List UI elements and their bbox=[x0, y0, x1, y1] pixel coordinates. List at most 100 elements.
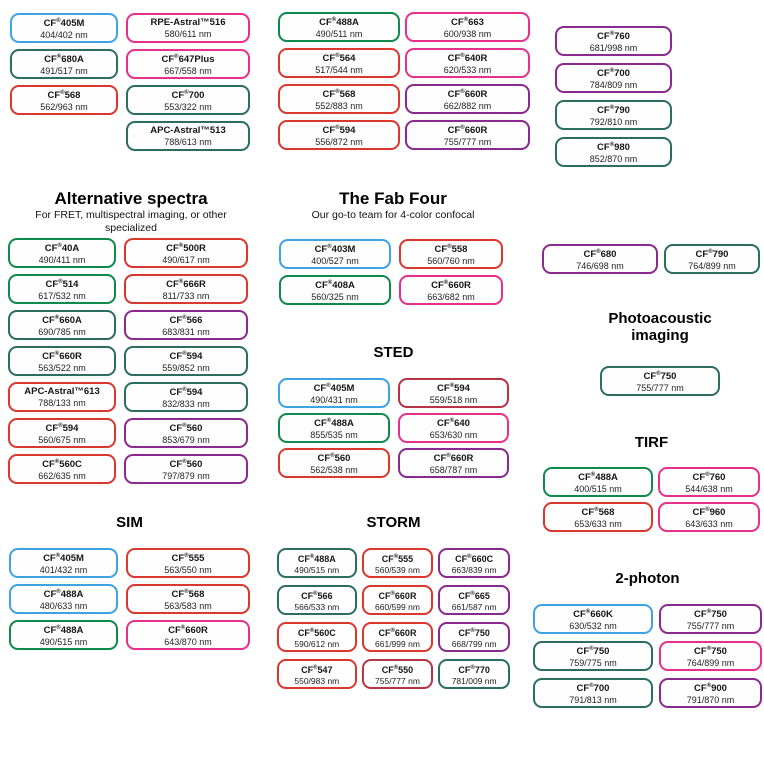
dye-name: CF®568 bbox=[581, 506, 615, 519]
dye-ex-em-value: 562/963 nm bbox=[40, 102, 88, 113]
dye-name: CF®488A bbox=[578, 471, 618, 484]
dye-name: CF®680A bbox=[44, 53, 84, 66]
section-subtitle: Our go-to team for 4-color confocal bbox=[311, 209, 475, 221]
dye-ex-em-value: 480/633 nm bbox=[39, 601, 88, 612]
dye-name: CF®647Plus bbox=[161, 53, 215, 66]
dye-ex-em-value: 755/777 nm bbox=[375, 675, 420, 686]
dye-ex-em-value: 764/899 nm bbox=[686, 658, 735, 669]
dye-name: CF®660R bbox=[168, 624, 208, 637]
dye-ex-em-value: 544/638 nm bbox=[685, 484, 733, 495]
section-title: TIRF bbox=[634, 434, 669, 451]
dye-ex-em-value: 784/809 nm bbox=[589, 80, 638, 91]
dye-ex-em-value: 490/411 nm bbox=[38, 255, 86, 266]
dye-name: RPE-Astral™516 bbox=[150, 16, 226, 28]
dye-name: CF®680 bbox=[583, 248, 617, 261]
dye-ex-em-value: 653/633 nm bbox=[574, 519, 622, 530]
dye-name: CF®660A bbox=[42, 314, 82, 327]
dye-name: CF®750 bbox=[576, 645, 610, 658]
section-title: The Fab Four bbox=[339, 189, 447, 208]
dye-ex-em-value: 600/938 nm bbox=[443, 29, 492, 40]
section-title: STED bbox=[373, 344, 414, 361]
dye-name: CF®547 bbox=[301, 664, 333, 675]
section-title: STORM bbox=[366, 514, 421, 531]
section-subtitle: For FRET, multispectral imaging, or othe… bbox=[35, 209, 227, 234]
dye-name: CF®40A bbox=[44, 242, 80, 255]
dye-name: CF®488A bbox=[43, 624, 84, 637]
section-title: 2-photon bbox=[615, 570, 680, 587]
dye-name: CF®594 bbox=[169, 350, 203, 363]
dye-ex-em-value: 853/679 nm bbox=[162, 435, 210, 446]
dye-ex-em-value: 681/998 nm bbox=[589, 43, 638, 54]
dye-ex-em-value: 660/599 nm bbox=[375, 601, 420, 612]
dye-ex-em-value: 764/899 nm bbox=[688, 261, 736, 272]
dye-ex-em-value: 683/831 nm bbox=[162, 327, 210, 338]
dye-ex-em-value: 781/009 nm bbox=[451, 675, 497, 686]
dye-ex-em-value: 553/322 nm bbox=[164, 102, 212, 113]
dye-ex-em-value: 617/532 nm bbox=[38, 291, 86, 302]
dye-ex-em-value: 550/983 nm bbox=[294, 675, 340, 686]
dye-ex-em-value: 755/777 nm bbox=[636, 383, 684, 394]
dye-ex-em-value: 560/760 nm bbox=[427, 256, 475, 267]
dye-ex-em-value: 630/532 nm bbox=[569, 621, 617, 632]
dye-ex-em-value: 563/522 nm bbox=[38, 363, 86, 374]
dye-ex-em-value: 400/527 nm bbox=[311, 256, 359, 267]
dye-ex-em-value: 662/635 nm bbox=[38, 471, 86, 482]
dye-ex-em-value: 559/518 nm bbox=[429, 395, 478, 406]
dye-ex-em-value: 661/587 nm bbox=[451, 601, 497, 612]
dye-ex-em-value: 690/785 nm bbox=[38, 327, 86, 338]
dye-name: CF®560 bbox=[169, 422, 203, 435]
dye-ex-em-value: 590/612 nm bbox=[294, 638, 340, 649]
dye-ex-em-value: 556/872 nm bbox=[315, 137, 363, 148]
section-title: Alternative spectra bbox=[54, 189, 208, 208]
dye-ex-em-value: 620/533 nm bbox=[443, 65, 492, 76]
dye-name: CF®568 bbox=[171, 588, 205, 601]
dye-ex-em-value: 746/698 nm bbox=[576, 261, 624, 272]
dye-name: CF®560 bbox=[317, 452, 351, 465]
dye-ex-em-value: 797/879 nm bbox=[162, 471, 210, 482]
dye-name: APC-Astral™613 bbox=[24, 385, 100, 397]
dye-name: APC-Astral™513 bbox=[150, 124, 226, 136]
dye-name: CF®488A bbox=[43, 588, 84, 601]
dye-ex-em-value: 792/810 nm bbox=[589, 117, 638, 128]
dye-ex-em-value: 401/432 nm bbox=[39, 565, 88, 576]
dye-ex-em-value: 490/515 nm bbox=[39, 637, 88, 648]
